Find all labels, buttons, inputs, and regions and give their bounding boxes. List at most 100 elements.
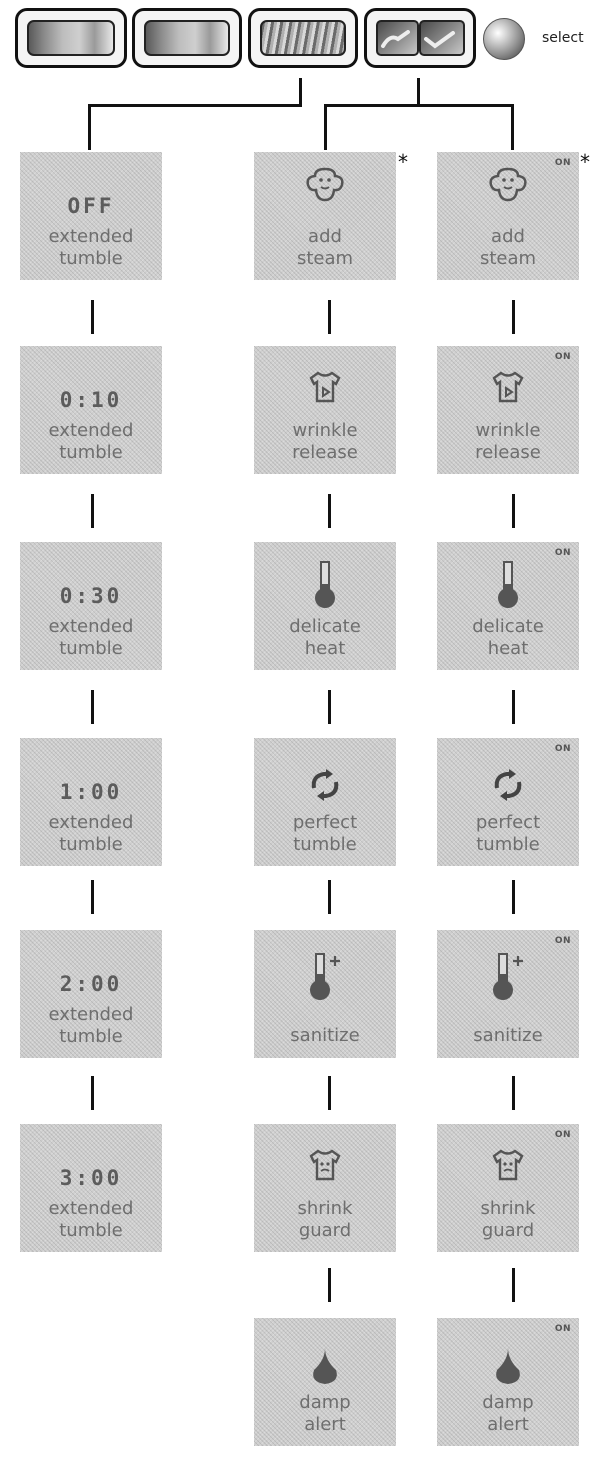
tile-label-line1: shrink bbox=[297, 1198, 353, 1219]
tile-label-line1: shrink bbox=[480, 1198, 536, 1219]
asterisk-note: * bbox=[398, 150, 408, 174]
sanitize-tile[interactable]: sanitize bbox=[254, 930, 396, 1058]
connector bbox=[512, 494, 515, 528]
on-badge: ON bbox=[554, 936, 571, 946]
extended-tumble-tile[interactable]: 1:00 extended tumble bbox=[20, 738, 162, 866]
damp-alert-tile[interactable]: damp alert bbox=[254, 1318, 396, 1446]
connector bbox=[512, 300, 515, 334]
tile-label-line2: tumble bbox=[59, 248, 123, 269]
option-check-icon[interactable] bbox=[419, 20, 465, 56]
tile-label-line1: extended bbox=[48, 616, 134, 637]
connector bbox=[91, 690, 94, 724]
tile-label-line2: tumble bbox=[59, 442, 123, 463]
connector bbox=[328, 300, 331, 334]
connector bbox=[328, 1076, 331, 1110]
tile-label-line1: extended bbox=[48, 1198, 134, 1219]
cycle-button-2[interactable] bbox=[132, 8, 242, 68]
tile-label-line2: steam bbox=[479, 248, 537, 269]
tile-label-line1: delicate bbox=[472, 616, 544, 637]
sanitize-on-tile[interactable]: ON sanitize bbox=[437, 930, 579, 1058]
wrinkle-release-tile[interactable]: wrinkle release bbox=[254, 346, 396, 474]
extended-tumble-tile[interactable]: 3:00 extended tumble bbox=[20, 1124, 162, 1252]
extended-tumble-button[interactable] bbox=[248, 8, 358, 68]
option-up-icon[interactable] bbox=[376, 20, 419, 56]
tile-label-line2: heat bbox=[304, 638, 346, 659]
connector bbox=[512, 1076, 515, 1110]
tile-label-line2: steam bbox=[296, 248, 354, 269]
shirt-face-icon bbox=[309, 1149, 341, 1181]
connector bbox=[512, 1268, 515, 1302]
tile-label-line1: sanitize bbox=[290, 1025, 360, 1046]
shrink-guard-tile[interactable]: shrink guard bbox=[254, 1124, 396, 1252]
wrinkle-release-on-tile[interactable]: ON wrinkle release bbox=[437, 346, 579, 474]
thermometer-icon bbox=[498, 561, 518, 608]
thermometer-plus-icon bbox=[310, 953, 340, 1000]
add-steam-on-tile[interactable]: ON add steam bbox=[437, 152, 579, 280]
tile-label-line2: release bbox=[475, 442, 541, 463]
tile-label-line2: tumble bbox=[59, 638, 123, 659]
tumble-time-value: 1:00 bbox=[59, 780, 123, 804]
connector bbox=[512, 880, 515, 914]
connector bbox=[328, 494, 331, 528]
extended-tumble-tile[interactable]: OFF extended tumble bbox=[20, 152, 162, 280]
add-steam-tile[interactable]: add steam bbox=[254, 152, 396, 280]
connector bbox=[91, 300, 94, 334]
tile-label-line2: guard bbox=[481, 1220, 535, 1241]
tile-label-line1: wrinkle bbox=[475, 420, 541, 441]
connector bbox=[91, 494, 94, 528]
on-badge: ON bbox=[554, 352, 571, 362]
shirt-icon bbox=[309, 371, 341, 403]
delicate-heat-tile[interactable]: delicate heat bbox=[254, 542, 396, 670]
delicate-heat-on-tile[interactable]: ON delicate heat bbox=[437, 542, 579, 670]
tumble-time-value: 0:10 bbox=[59, 388, 123, 412]
connector bbox=[88, 104, 91, 150]
extended-tumble-tile[interactable]: 2:00 extended tumble bbox=[20, 930, 162, 1058]
on-badge: ON bbox=[554, 744, 571, 754]
tile-label-line2: tumble bbox=[59, 1026, 123, 1047]
perfect-tumble-tile[interactable]: perfect tumble bbox=[254, 738, 396, 866]
connector bbox=[328, 1268, 331, 1302]
tile-label-line2: tumble bbox=[476, 834, 540, 855]
connector bbox=[511, 104, 514, 150]
connector bbox=[324, 104, 514, 107]
shrink-guard-on-tile[interactable]: ON shrink guard bbox=[437, 1124, 579, 1252]
select-knob[interactable] bbox=[483, 18, 525, 60]
on-badge: ON bbox=[554, 1130, 571, 1140]
tumble-time-value: 0:30 bbox=[59, 584, 123, 608]
tile-label-line1: extended bbox=[48, 1004, 134, 1025]
thermometer-icon bbox=[315, 561, 335, 608]
thermometer-plus-icon bbox=[493, 953, 523, 1000]
tile-label-line1: perfect bbox=[292, 812, 358, 833]
tile-label-line1: damp bbox=[482, 1392, 534, 1413]
connector bbox=[328, 690, 331, 724]
connector bbox=[88, 104, 302, 107]
connector bbox=[91, 880, 94, 914]
connector bbox=[299, 78, 302, 106]
extended-tumble-tile[interactable]: 0:30 extended tumble bbox=[20, 542, 162, 670]
options-button[interactable] bbox=[364, 8, 476, 68]
tile-label-line2: tumble bbox=[59, 834, 123, 855]
tumble-time-value: 2:00 bbox=[59, 972, 123, 996]
tile-label-line1: add bbox=[308, 226, 342, 247]
tile-label-line2: release bbox=[292, 442, 358, 463]
extended-tumble-tile[interactable]: 0:10 extended tumble bbox=[20, 346, 162, 474]
tile-label-line2: alert bbox=[304, 1414, 346, 1435]
tile-label-line1: add bbox=[491, 226, 525, 247]
cycle-button-1[interactable] bbox=[15, 8, 127, 68]
connector bbox=[324, 104, 327, 150]
tile-label-line2: alert bbox=[487, 1414, 529, 1435]
tumble-time-value: 3:00 bbox=[59, 1166, 123, 1190]
connector bbox=[328, 880, 331, 914]
tumble-time-value: OFF bbox=[67, 194, 115, 218]
tumble-arrows-icon bbox=[494, 769, 522, 801]
tile-label-line1: damp bbox=[299, 1392, 351, 1413]
damp-alert-on-tile[interactable]: ON damp alert bbox=[437, 1318, 579, 1446]
tile-label-line2: heat bbox=[487, 638, 529, 659]
on-badge: ON bbox=[554, 1324, 571, 1334]
select-label: select bbox=[542, 30, 584, 46]
tile-label-line1: perfect bbox=[475, 812, 541, 833]
tumble-arrows-icon bbox=[311, 769, 339, 801]
perfect-tumble-on-tile[interactable]: ON perfect tumble bbox=[437, 738, 579, 866]
connector bbox=[91, 1076, 94, 1110]
